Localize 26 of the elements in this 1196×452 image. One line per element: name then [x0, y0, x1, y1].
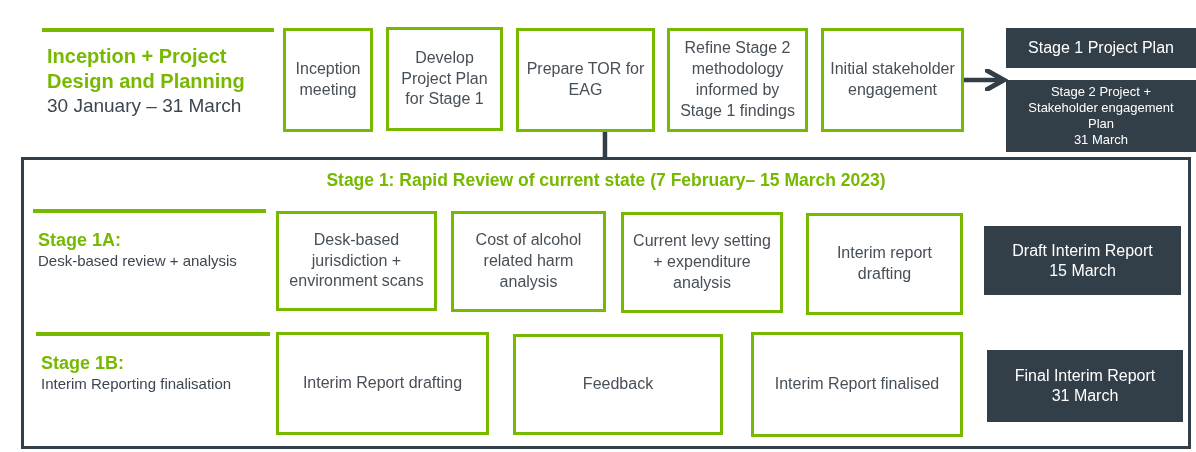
- task-box: Inception meeting: [283, 28, 373, 132]
- task-box: Interim Report drafting: [276, 332, 489, 435]
- deliverable-box: Stage 2 Project + Stakeholder engagement Plan 31 March: [1006, 80, 1196, 152]
- deliverable-box: Final Interim Report 31 March: [987, 350, 1183, 422]
- task-box: Cost of alcohol related harm analysis: [451, 211, 606, 312]
- task-box: Prepare TOR for EAG: [516, 28, 655, 132]
- stage-heading: Stage 1A:: [38, 229, 123, 252]
- stage-heading: Stage 1B:: [41, 352, 126, 375]
- stage-frame: [21, 157, 1191, 449]
- task-box: Interim report drafting: [806, 213, 963, 315]
- deliverable-box: Draft Interim Report 15 March: [984, 226, 1181, 295]
- connector-line: [602, 132, 608, 157]
- stage-description: Desk-based review + analysis: [38, 251, 238, 271]
- task-box: Desk-based jurisdiction + environment scans: [276, 211, 437, 311]
- arrow: [964, 68, 1007, 92]
- task-box: Current levy setting + expenditure analysis: [621, 212, 783, 313]
- deliverable-box: Stage 1 Project Plan: [1006, 28, 1196, 68]
- date-range: 30 January – 31 March: [47, 94, 243, 118]
- phase-heading: Inception + Project Design and Planning: [47, 44, 246, 94]
- stage-title: Stage 1: Rapid Review of current state (7 February– 15 March 2023): [325, 170, 887, 191]
- task-box: Refine Stage 2 methodology informed by Stage 1 findings: [667, 28, 808, 132]
- stage-description: Interim Reporting finalisation: [41, 374, 233, 394]
- task-box: Develop Project Plan for Stage 1: [386, 27, 503, 131]
- task-box: Initial stakeholder engagement: [821, 28, 964, 132]
- task-box: Interim Report finalised: [751, 332, 963, 437]
- task-box: Feedback: [513, 334, 723, 435]
